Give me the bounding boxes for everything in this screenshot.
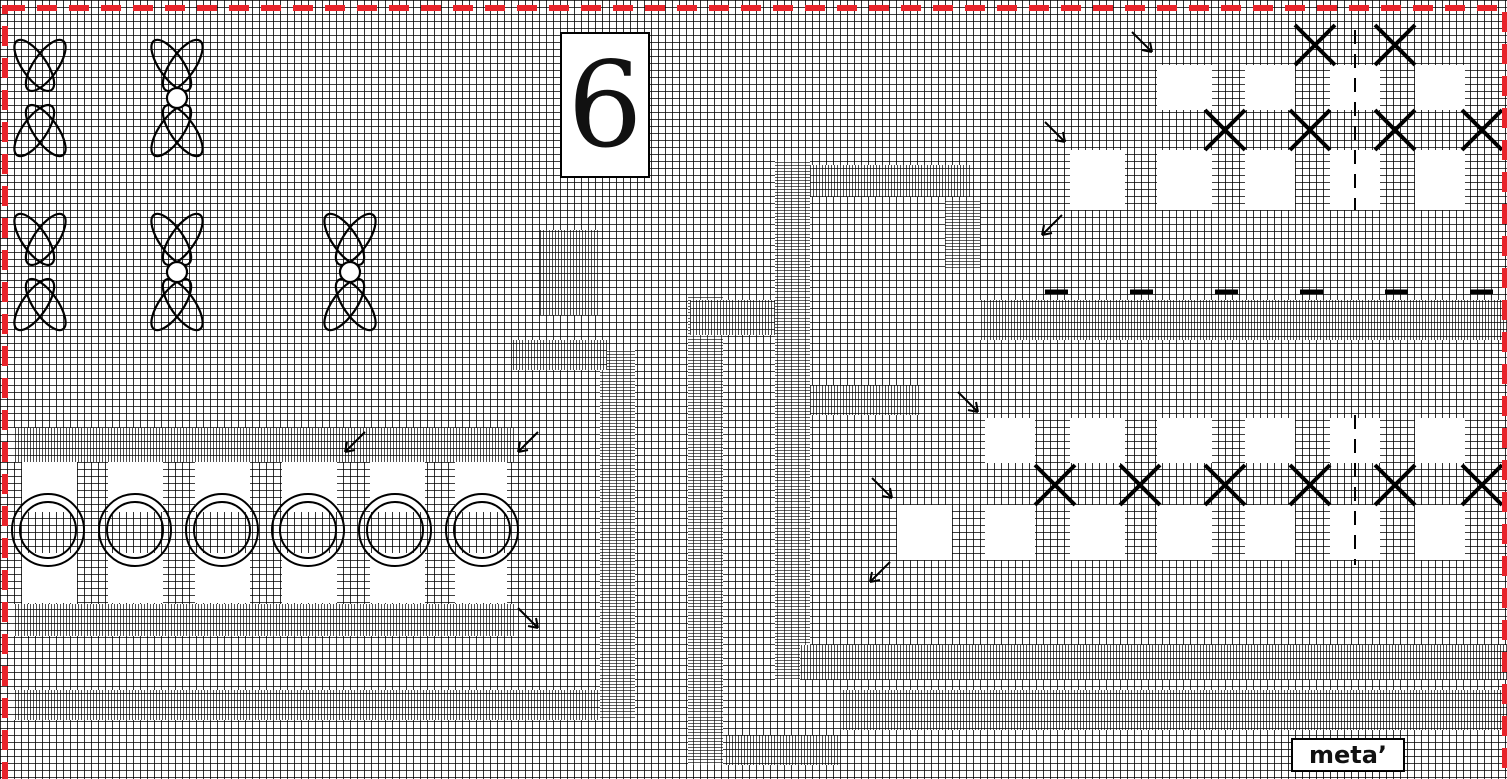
credit-label: meta’ (1291, 738, 1405, 772)
ring-row (12, 462, 518, 604)
pattern-number: 6 (560, 32, 650, 178)
